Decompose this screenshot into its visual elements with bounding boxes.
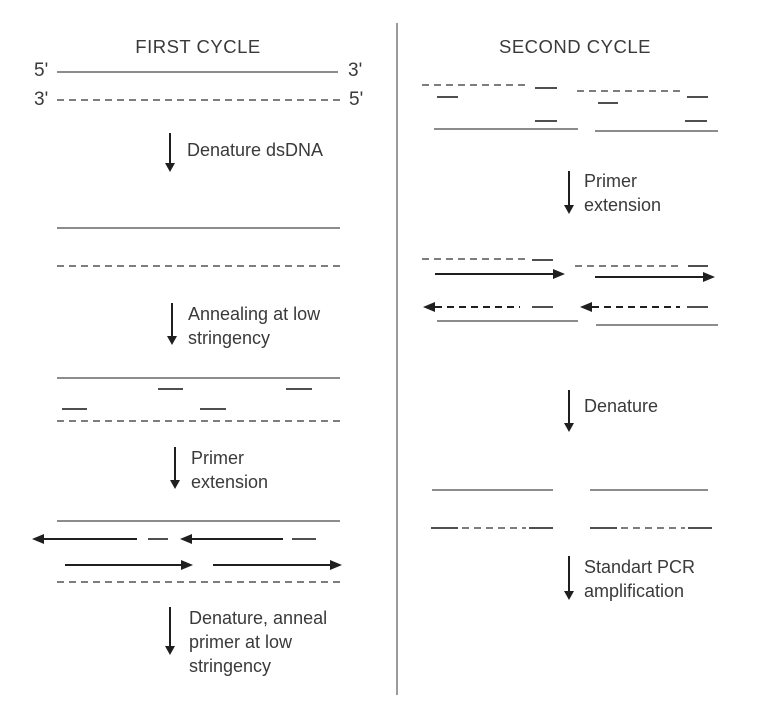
extension-arrow-left-dashed [423, 302, 520, 312]
strand-end-label-3prime-top: 3' [348, 60, 363, 81]
denatured-solid-strand [590, 489, 708, 491]
step-label-primer-extension: Primer extension [191, 448, 269, 492]
annealed-primer [685, 120, 707, 122]
template-dashed-strand [577, 90, 681, 92]
extension-arrow-left-dashed [580, 302, 680, 312]
extension-arrow-right [435, 269, 565, 279]
step-label-denature-2: Denature [584, 396, 659, 416]
template-dashed-strand [57, 420, 340, 422]
template-solid-strand [595, 130, 718, 132]
column-divider [396, 23, 398, 695]
denatured-solid-strand [432, 489, 553, 491]
down-arrow-icon [564, 171, 574, 214]
template-solid-strand [437, 320, 578, 322]
down-arrow-icon [165, 607, 175, 655]
annealed-primer [687, 96, 708, 98]
template-solid-strand [434, 128, 578, 130]
dsdna-bottom-strand [57, 99, 340, 101]
template-solid-strand [57, 520, 340, 522]
step-label-denature-dsdna: Denature dsDNA [187, 140, 324, 160]
annealed-primer [148, 538, 168, 540]
template-dashed-strand [422, 258, 528, 260]
annealed-primer [535, 87, 557, 89]
denatured-solid-strand [57, 227, 340, 229]
extension-arrow-right [595, 272, 715, 282]
annealed-primer [292, 538, 316, 540]
template-dashed-strand [575, 265, 683, 267]
product-primer-end [688, 527, 712, 529]
step-label-pcr-amplification: Standart PCR amplification [584, 557, 696, 601]
step-label-denature-anneal: Denature, anneal primer at low stringenc… [189, 608, 328, 676]
down-arrow-icon [165, 133, 175, 172]
product-primer-end [590, 527, 617, 529]
annealed-primer [535, 120, 557, 122]
annealed-primer [437, 96, 458, 98]
down-arrow-icon [167, 303, 177, 345]
second-cycle-title: SECOND CYCLE [499, 36, 651, 57]
extension-arrow-right [213, 560, 342, 570]
step-label-annealing: Annealing at low stringency [188, 304, 321, 348]
extension-arrow-left [180, 534, 283, 544]
product-dashed-middle [462, 527, 526, 529]
extension-arrow-right [65, 560, 193, 570]
annealed-primer [200, 408, 226, 410]
step-label-primer-extension-2: Primer extension [584, 171, 662, 215]
strand-end-label-5prime-top: 5' [34, 60, 49, 81]
down-arrow-icon [170, 447, 180, 489]
annealed-primer [532, 259, 553, 261]
annealed-primer [688, 265, 708, 267]
annealed-primer [532, 306, 553, 308]
template-solid-strand [57, 377, 340, 379]
template-dashed-strand [422, 84, 526, 86]
down-arrow-icon [564, 390, 574, 432]
strand-end-label-5prime-bottom: 5' [349, 89, 364, 110]
annealed-primer [687, 306, 708, 308]
denatured-dashed-strand [57, 265, 340, 267]
dsdna-top-strand [57, 71, 338, 73]
template-solid-strand [596, 324, 718, 326]
down-arrow-icon [564, 556, 574, 600]
template-dashed-strand [57, 581, 340, 583]
product-dashed-middle [621, 527, 685, 529]
annealed-primer [62, 408, 87, 410]
annealed-primer [158, 388, 183, 390]
product-primer-end [431, 527, 458, 529]
product-primer-end [529, 527, 553, 529]
extension-arrow-left [32, 534, 137, 544]
first-cycle-title: FIRST CYCLE [135, 36, 261, 57]
annealed-primer [286, 388, 312, 390]
strand-end-label-3prime-bottom: 3' [34, 89, 49, 110]
annealed-primer [598, 102, 618, 104]
